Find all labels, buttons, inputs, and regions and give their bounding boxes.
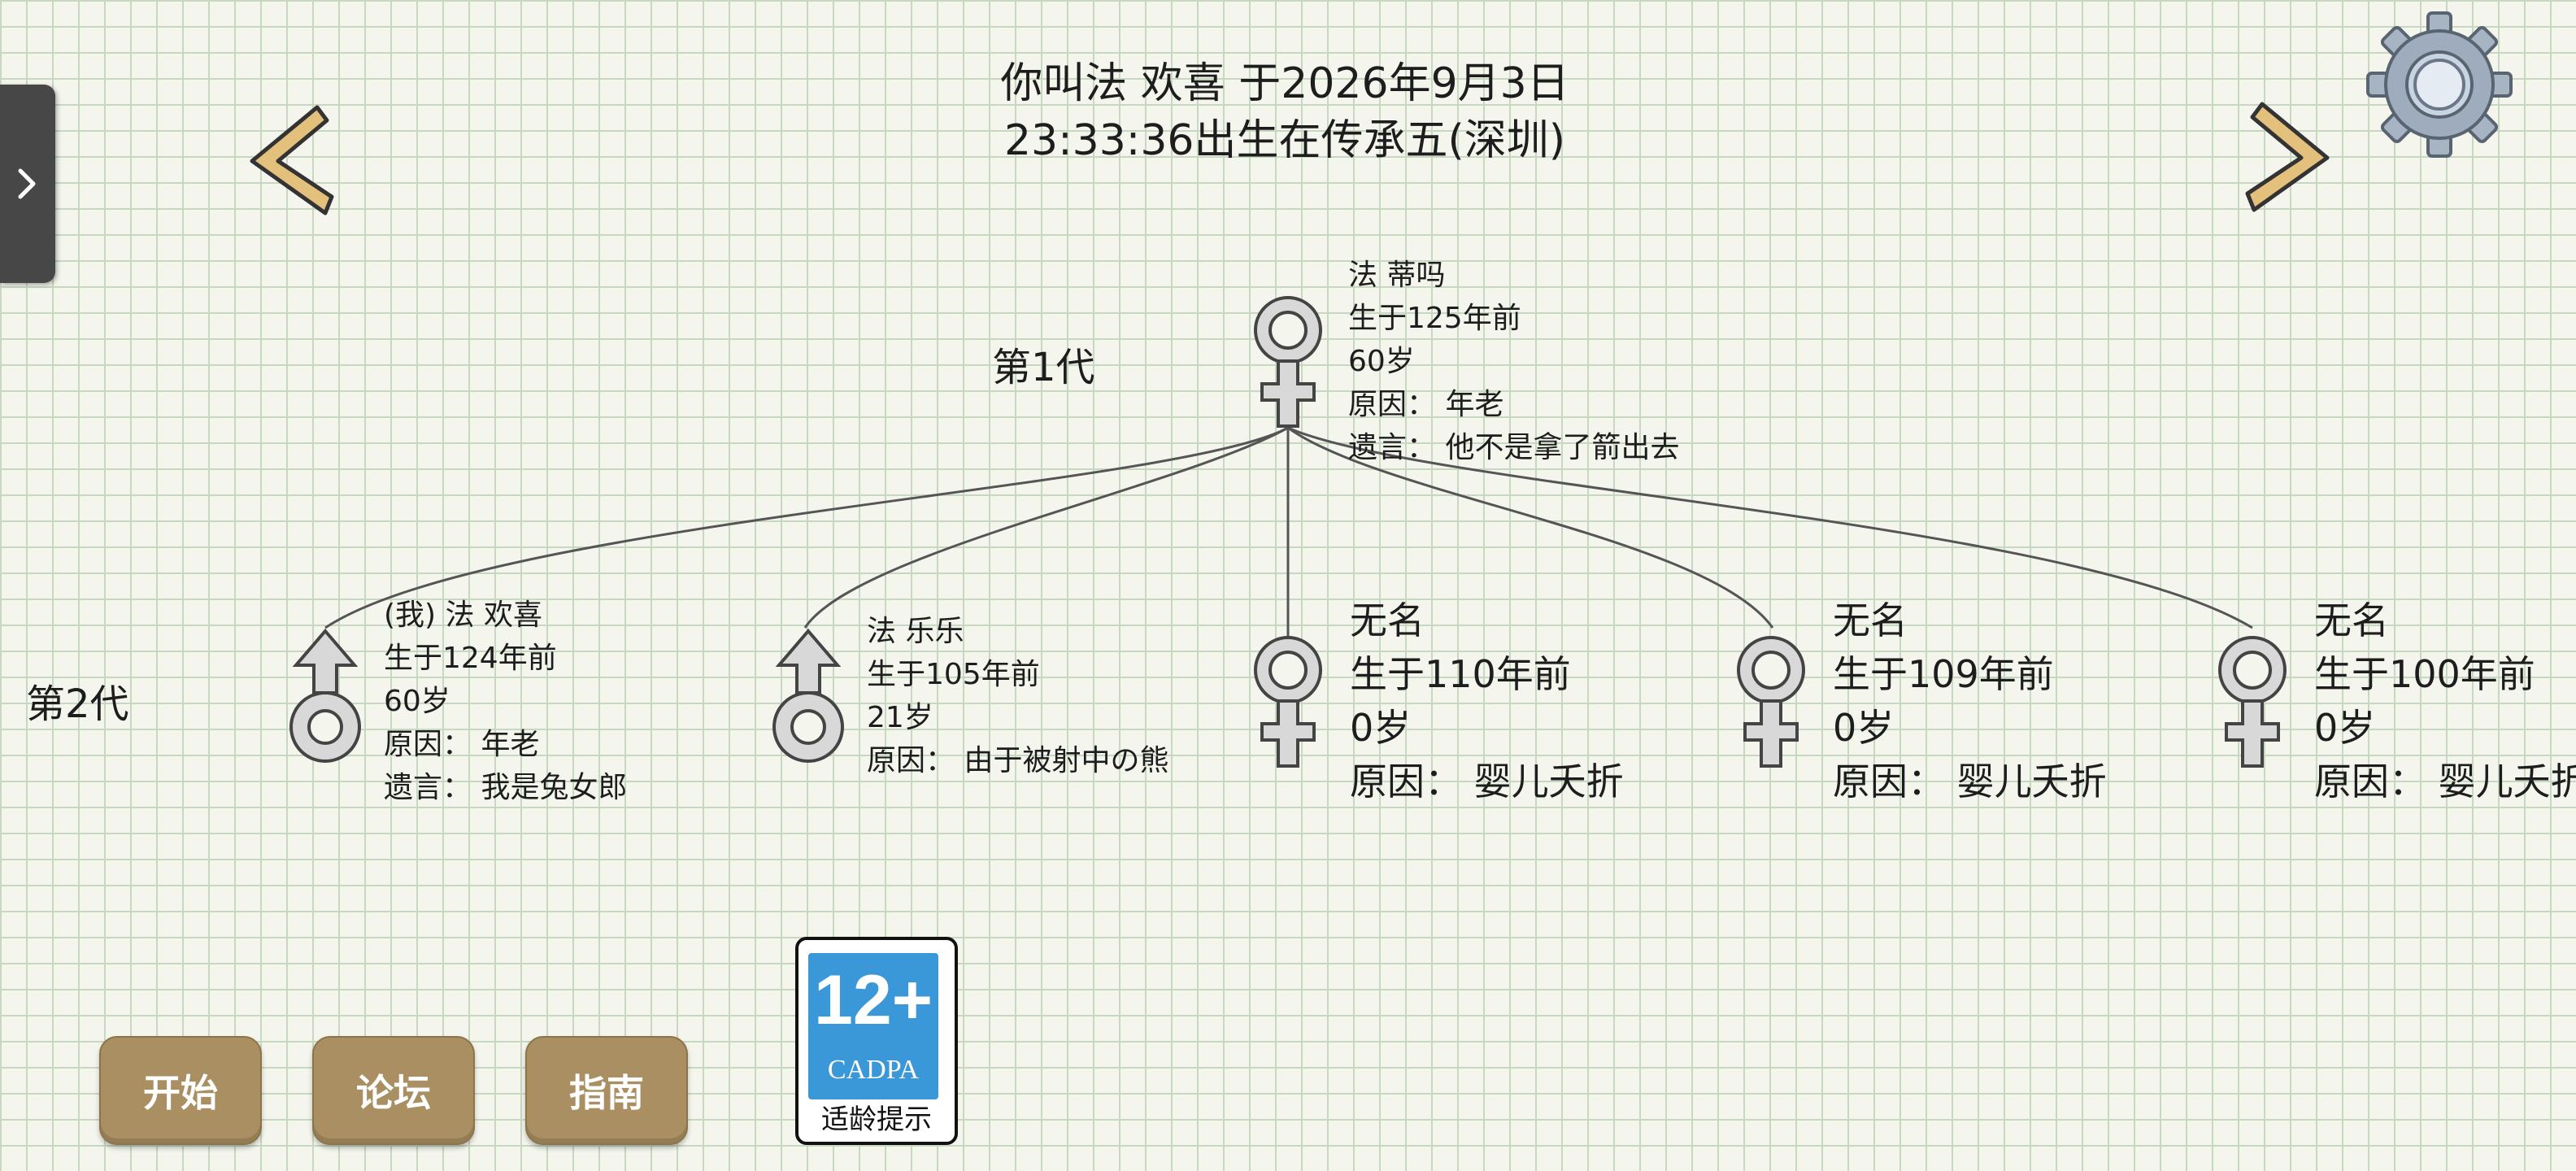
right-chevron-boomerang-icon xyxy=(2245,102,2330,212)
member-last-words: 遗言： 他不是拿了箭出去 xyxy=(1348,431,1680,464)
member-name: 法 乐乐 xyxy=(867,615,964,648)
member-birth: 生于124年前 xyxy=(384,642,557,675)
age-rating-badge[interactable]: 12+ CADPA 适龄提示 xyxy=(795,937,958,1145)
member-cause: 原因： 婴儿夭折 xyxy=(1833,760,2107,803)
gen2-member-5-info: 无名 生于100年前 0岁 原因： 婴儿夭折 xyxy=(2314,594,2576,808)
member-name: 法 蒂吗 xyxy=(1348,259,1446,292)
start-button[interactable]: 开始 xyxy=(99,1036,262,1145)
member-cause: 原因： 年老 xyxy=(384,728,540,761)
gen2-member-3-info: 无名 生于110年前 0岁 原因： 婴儿夭折 xyxy=(1350,594,1624,808)
title-line-2: 23:33:36出生在传承五(深圳) xyxy=(1003,116,1566,165)
member-age: 0岁 xyxy=(1350,706,1412,750)
age-rating-org: CADPA xyxy=(827,1055,920,1085)
gen2-member-4-female-icon[interactable] xyxy=(1732,633,1810,771)
member-age: 0岁 xyxy=(1833,706,1895,750)
next-arrow-button[interactable] xyxy=(2238,96,2343,218)
member-name: (我) 法 欢喜 xyxy=(384,599,542,632)
guide-button[interactable]: 指南 xyxy=(525,1036,688,1145)
member-age: 60岁 xyxy=(384,685,450,718)
gen2-member-1-male-icon[interactable] xyxy=(285,628,366,766)
gen2-member-2-info: 法 乐乐 生于105年前 21岁 原因： 由于被射中の熊 xyxy=(867,610,1168,782)
member-cause: 原因： 婴儿夭折 xyxy=(2314,760,2576,803)
settings-button[interactable] xyxy=(2366,11,2513,158)
male-symbol-icon xyxy=(772,628,844,763)
member-name: 无名 xyxy=(2314,599,2389,642)
gen2-member-5-female-icon[interactable] xyxy=(2213,633,2291,771)
gear-icon xyxy=(2366,11,2513,158)
member-birth: 生于110年前 xyxy=(1350,652,1571,696)
age-rating-value: 12+ xyxy=(814,961,933,1039)
member-cause: 原因： 由于被射中の熊 xyxy=(867,744,1169,777)
female-symbol-icon xyxy=(1737,636,1805,768)
age-rating-label: 适龄提示 xyxy=(821,1104,932,1136)
gen2-member-4-info: 无名 生于109年前 0岁 原因： 婴儿夭折 xyxy=(1833,594,2107,808)
generation-2-label: 第2代 xyxy=(26,681,129,727)
female-symbol-icon xyxy=(2218,636,2287,768)
female-symbol-icon xyxy=(1254,636,1322,768)
member-birth: 生于109年前 xyxy=(1833,652,2054,696)
generation-1-label: 第1代 xyxy=(992,345,1095,390)
member-last-words: 遗言： 我是兔女郎 xyxy=(384,771,628,804)
member-cause: 原因： 年老 xyxy=(1348,388,1504,421)
member-birth: 生于100年前 xyxy=(2314,652,2535,696)
prev-arrow-button[interactable] xyxy=(236,99,342,221)
member-age: 21岁 xyxy=(867,701,933,734)
member-name: 无名 xyxy=(1833,599,1908,642)
forum-button[interactable]: 论坛 xyxy=(312,1036,475,1145)
side-drawer-tab[interactable] xyxy=(0,85,55,283)
member-age: 60岁 xyxy=(1348,345,1415,378)
member-name: 无名 xyxy=(1350,599,1425,642)
birth-info-title: 你叫法 欢喜 于2026年9月3日 23:33:36出生在传承五(深圳) xyxy=(919,55,1651,169)
member-age: 0岁 xyxy=(2314,706,2376,750)
member-birth: 生于125年前 xyxy=(1348,302,1521,335)
gen1-member-1-female-icon[interactable] xyxy=(1249,293,1327,431)
chevron-right-icon xyxy=(18,168,36,199)
male-symbol-icon xyxy=(289,628,361,763)
member-birth: 生于105年前 xyxy=(867,658,1040,691)
gen2-member-3-female-icon[interactable] xyxy=(1249,633,1327,771)
gen2-member-2-male-icon[interactable] xyxy=(768,628,849,766)
title-line-1: 你叫法 欢喜 于2026年9月3日 xyxy=(1000,59,1569,108)
age-rating-panel: 12+ CADPA xyxy=(808,953,938,1099)
gen2-member-1-info: (我) 法 欢喜 生于124年前 60岁 原因： 年老 遗言： 我是兔女郎 xyxy=(384,594,627,809)
gen1-member-1-info: 法 蒂吗 生于125年前 60岁 原因： 年老 遗言： 他不是拿了箭出去 xyxy=(1348,254,1679,469)
female-symbol-icon xyxy=(1254,296,1322,428)
left-chevron-boomerang-icon xyxy=(250,105,334,215)
member-cause: 原因： 婴儿夭折 xyxy=(1350,760,1624,803)
